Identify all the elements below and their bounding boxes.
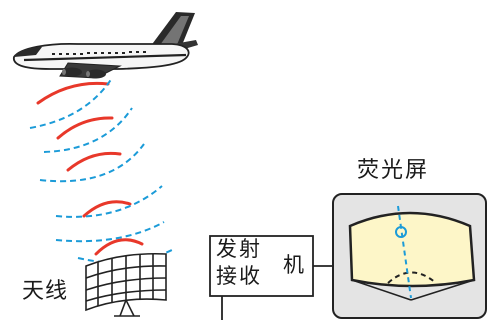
echo-wave [43,107,133,153]
outgoing-wave [66,151,122,172]
transceiver-label-bottom: 接收 [216,264,262,288]
antenna-label: 天线 [22,279,69,304]
screen-label: 荧光屏 [357,158,430,183]
outgoing-wave [94,238,144,256]
echo-wave [55,221,165,243]
outgoing-wave [82,200,132,218]
transceiver-label-top: 发射 [216,237,262,261]
target-blip [395,226,407,238]
transceiver-label-right: 机 [283,253,304,277]
outgoing-wave [36,81,110,105]
radar-waves [29,77,173,264]
airplane-icon [13,12,198,79]
transceiver-box [209,235,333,320]
radar-antenna-icon [85,252,167,317]
outgoing-wave [56,116,114,140]
echo-wave [29,77,113,129]
echo-wave [55,185,163,218]
echo-wave [77,249,173,264]
fluorescent-screen [332,193,487,319]
echo-wave [39,143,145,183]
